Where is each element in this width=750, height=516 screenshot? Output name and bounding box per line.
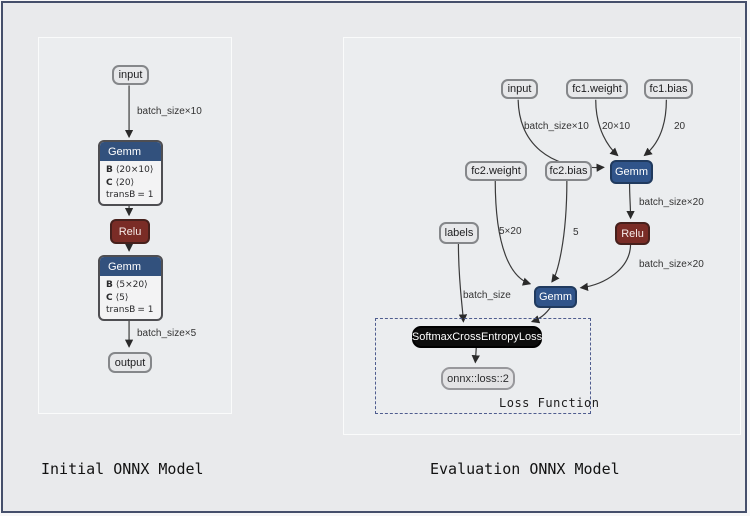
loss-function-label: Loss Function: [499, 396, 600, 410]
caption-initial-onnx-model: Initial ONNX Model: [41, 460, 204, 478]
edge-softmax-loss: [471, 346, 480, 364]
node-onnx-loss-output: onnx::loss::2: [441, 367, 515, 390]
edge-label-5x20: 5×20: [499, 226, 522, 237]
node-fc2-bias-label: fc2.bias: [549, 165, 588, 177]
gemm2-title: Gemm: [100, 257, 161, 276]
node-softmax-label: SoftmaxCrossEntropyLoss: [411, 331, 543, 343]
node-input: input: [501, 79, 538, 99]
edge-label-batch-size-10: batch_size×10: [524, 121, 589, 132]
gemm1-attr-transb: transB= 1: [106, 190, 154, 200]
gemm2-attr-transb: transB= 1: [106, 305, 154, 315]
gemm1-title: Gemm: [100, 142, 161, 161]
edge-label-5: 5: [573, 227, 579, 238]
node-relu: Relu: [110, 219, 150, 244]
node-gemm2: Gemm: [534, 286, 577, 308]
node-fc2-weight: fc2.weight: [465, 161, 527, 181]
gemm1-attr-c: C⟨20⟩: [106, 177, 135, 188]
edge-fc2bias-gemm2: [551, 180, 568, 283]
edge-fc2weight-gemm2: [494, 180, 532, 286]
edge-relu-gemm2: [579, 243, 632, 291]
gemm2-attr-c: C⟨5⟩: [106, 292, 129, 303]
node-fc1-bias-label: fc1.bias: [649, 83, 688, 95]
edge-labels-softmax: [457, 243, 468, 323]
node-fc1-weight: fc1.weight: [566, 79, 628, 99]
gemm2-attr-b: B⟨5×20⟩: [106, 280, 148, 290]
edge-input-gemm1: [517, 99, 605, 172]
node-input-label: input: [118, 69, 143, 81]
node-fc2-weight-label: fc2.weight: [471, 165, 521, 177]
evaluation-model-panel: input fc1.weight fc1.bias batch_size×10 …: [343, 37, 741, 435]
node-gemm1: Gemm: [610, 160, 653, 184]
edge-label-20x10: 20×10: [602, 121, 631, 132]
edge-label-batch-size-20-b: batch_size×20: [639, 259, 704, 270]
node-fc1-weight-label: fc1.weight: [572, 83, 622, 95]
edge-label-batch-size-20-a: batch_size×20: [639, 197, 704, 208]
node-input: input: [112, 65, 149, 85]
node-relu-label: Relu: [621, 227, 644, 240]
initial-model-panel: input batch_size×10 Gemm B⟨20×10⟩ C⟨20⟩ …: [38, 37, 232, 414]
node-gemm2-label: Gemm: [539, 291, 572, 303]
node-gemm1: Gemm B⟨20×10⟩ C⟨20⟩ transB= 1: [98, 140, 163, 206]
node-gemm1-label: Gemm: [615, 166, 648, 178]
node-gemm2: Gemm B⟨5×20⟩ C⟨5⟩ transB= 1: [98, 255, 163, 321]
node-output: output: [108, 352, 152, 373]
node-fc1-bias: fc1.bias: [644, 79, 693, 99]
edge-label-batch-size-5: batch_size×5: [137, 328, 197, 339]
edge-gemm2-softmax: [530, 306, 552, 324]
edge-label-batch-size: batch_size: [463, 290, 511, 301]
gemm2-attrs: B⟨5×20⟩ C⟨5⟩ transB= 1: [100, 276, 161, 319]
edge-fc1weight-gemm1: [595, 99, 619, 157]
node-onnx-loss-label: onnx::loss::2: [447, 372, 509, 385]
edge-label-20: 20: [674, 121, 686, 132]
node-labels-label: labels: [444, 227, 474, 239]
caption-evaluation-onnx-model: Evaluation ONNX Model: [430, 460, 620, 478]
edge-gemm1-relu: [626, 183, 635, 220]
loss-function-group-box: [375, 318, 591, 414]
edge-label-batch-size-10: batch_size×10: [137, 106, 202, 117]
node-softmax-cross-entropy-loss: SoftmaxCrossEntropyLoss: [412, 326, 542, 348]
right-edges: [457, 99, 667, 364]
right-diagram-edges-svg: [457, 99, 667, 364]
node-fc2-bias: fc2.bias: [545, 161, 592, 181]
node-relu-label: Relu: [118, 225, 142, 238]
node-input-label: input: [507, 83, 532, 95]
gemm1-attr-b: B⟨20×10⟩: [106, 165, 154, 175]
node-relu: Relu: [615, 222, 650, 245]
node-labels: labels: [439, 222, 479, 244]
node-output-label: output: [114, 356, 146, 369]
gemm1-attrs: B⟨20×10⟩ C⟨20⟩ transB= 1: [100, 161, 161, 204]
edge-fc1bias-gemm1: [643, 99, 667, 157]
